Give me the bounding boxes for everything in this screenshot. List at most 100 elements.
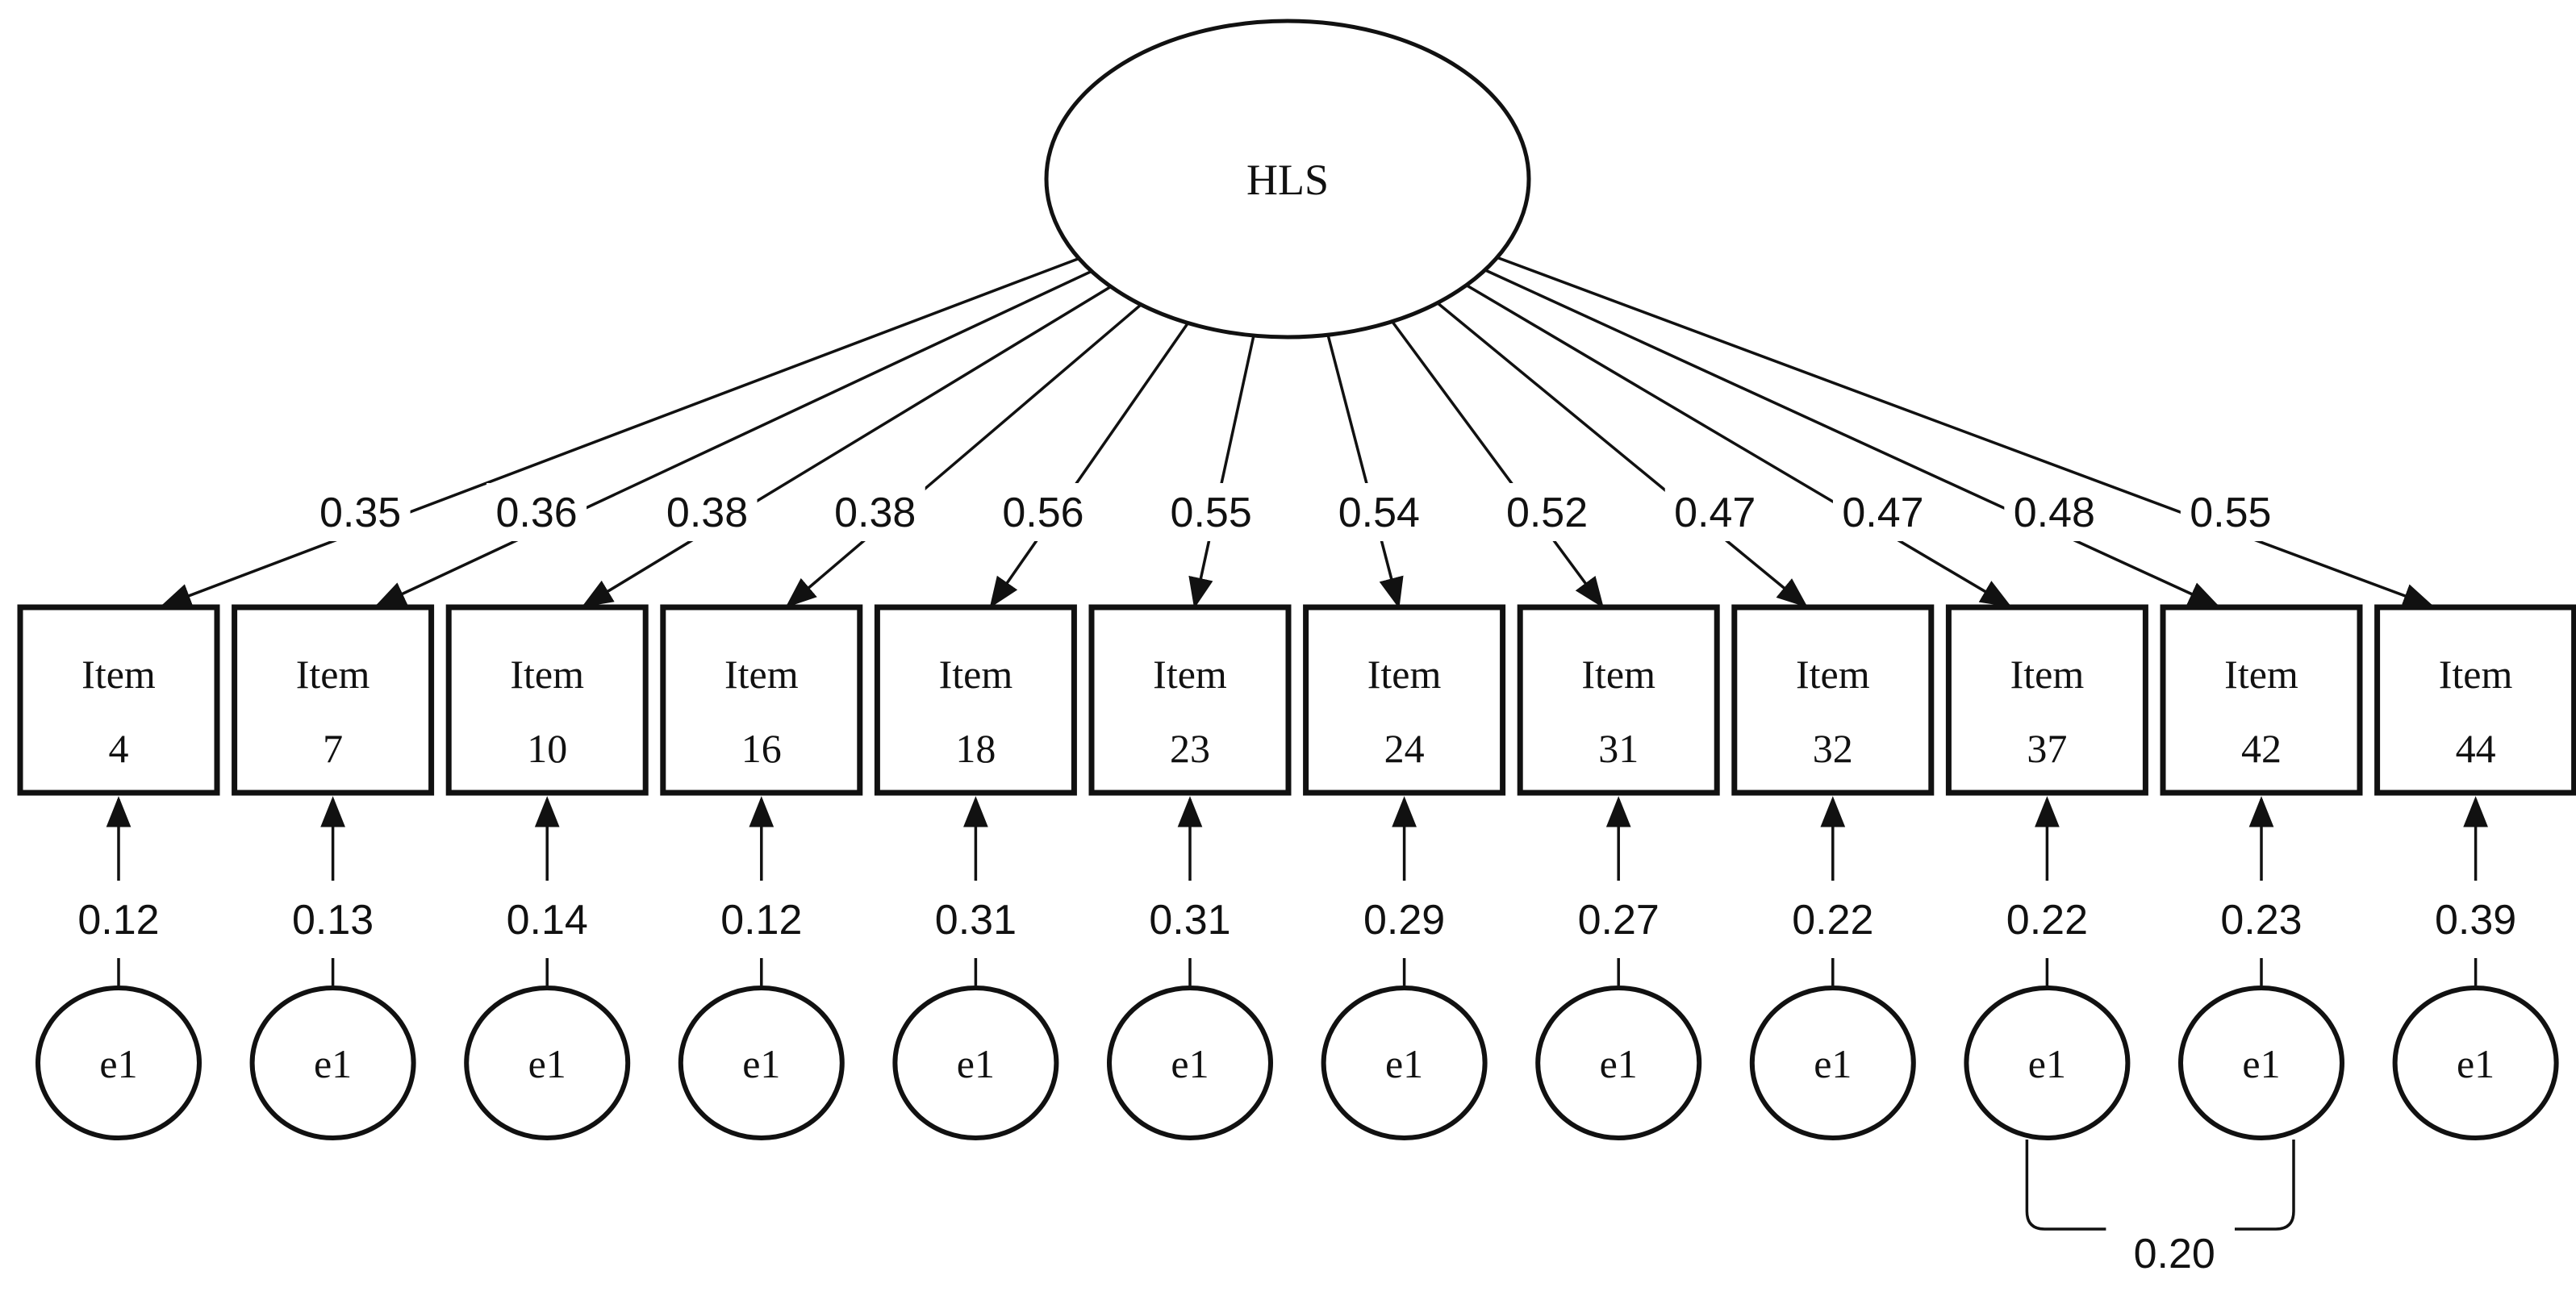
error-term-circle (1964, 986, 2131, 1140)
loading-arrow (1188, 335, 1255, 609)
item-word-label: Item (724, 652, 799, 697)
error-variance-backing (2428, 881, 2523, 958)
loading-label-backing (1497, 483, 1597, 541)
item-box (1731, 604, 1935, 796)
error-variance-label: 0.31 (935, 897, 1017, 944)
loading-arrow (1436, 302, 1808, 608)
error-variance-label: 0.27 (1578, 897, 1660, 944)
item-number-label: 10 (527, 726, 567, 771)
item-box (2374, 604, 2576, 796)
loading-label-backing (486, 483, 587, 541)
item-number-label: 16 (741, 726, 782, 771)
item-box (874, 604, 1077, 796)
loading-arrow (1465, 284, 2012, 607)
error-variance-backing (72, 881, 165, 958)
loading-label-backing (992, 483, 1093, 541)
item-number-label: 44 (2456, 726, 2496, 771)
error-variance-backing (2215, 881, 2308, 958)
item-box (1945, 604, 2148, 796)
loading-arrow (1496, 256, 2435, 608)
error-term-label: e1 (1600, 1041, 1638, 1086)
error-variance-label: 0.14 (507, 897, 588, 944)
error-term-label: e1 (314, 1041, 352, 1086)
loading-label-backing (657, 483, 758, 541)
item-number-label: 37 (2027, 726, 2067, 771)
item-number-label: 23 (1170, 726, 1210, 771)
item-box (1303, 604, 1506, 796)
loading-arrow (160, 256, 1080, 608)
loading-value-label: 0.35 (319, 490, 401, 536)
error-term-circle (1749, 986, 1916, 1140)
error-term-label: e1 (1814, 1041, 1852, 1086)
item-box (17, 604, 220, 796)
item-word-label: Item (1581, 652, 1655, 697)
item-word-label: Item (81, 652, 156, 697)
loading-label-backing (2004, 483, 2105, 541)
error-variance-label: 0.13 (292, 897, 374, 944)
loading-value-label: 0.56 (1002, 490, 1083, 536)
error-variance-backing (1143, 881, 1237, 958)
item-box (660, 604, 863, 796)
error-term-circle (1321, 986, 1488, 1140)
error-term-circle (2178, 986, 2344, 1140)
item-box (2160, 604, 2363, 796)
loading-arrow (374, 269, 1092, 607)
loading-value-label: 0.55 (1171, 490, 1252, 536)
item-number-label: 31 (1598, 726, 1639, 771)
item-word-label: Item (1796, 652, 1870, 697)
item-number-label: 18 (955, 726, 996, 771)
error-covariance-group: 0.20 (2025, 1140, 2295, 1277)
error-term-label: e1 (1385, 1041, 1423, 1086)
item-word-label: Item (2439, 652, 2513, 697)
loading-value-label: 0.47 (1842, 490, 1923, 536)
loading-value-label: 0.48 (2014, 490, 2095, 536)
error-term-label: e1 (2457, 1041, 2495, 1086)
item-box (232, 604, 435, 796)
loading-label-backing (825, 483, 925, 541)
loading-arrow (581, 285, 1112, 607)
error-variance-label: 0.39 (2435, 897, 2516, 944)
item-word-label: Item (296, 652, 370, 697)
error-variance-backing (929, 881, 1023, 958)
error-variance-backing (1785, 881, 1880, 958)
loading-label-backing (310, 483, 411, 541)
loading-label-backing (1664, 483, 1765, 541)
loading-value-label: 0.55 (2190, 490, 2271, 536)
error-variance-label: 0.12 (77, 897, 159, 944)
error-term-circle (2392, 986, 2559, 1140)
loading-value-label: 0.38 (666, 490, 748, 536)
loading-arrow (785, 303, 1142, 608)
item-box (445, 604, 649, 796)
loading-label-backing (1161, 483, 1262, 541)
item-word-label: Item (1153, 652, 1227, 697)
error-variance-backing (714, 881, 808, 958)
error-term-circle (892, 986, 1059, 1140)
diagram-root: HLS0.35Item40.12e10.36Item70.13e10.38Ite… (17, 19, 2576, 1277)
item-word-label: Item (1367, 652, 1442, 697)
error-variance-label: 0.22 (1792, 897, 1873, 944)
latent-factor-ellipse (1044, 19, 1531, 340)
latent-factor-label: HLS (1246, 156, 1329, 204)
error-term-label: e1 (957, 1041, 995, 1086)
loading-value-label: 0.54 (1338, 490, 1420, 536)
error-variance-label: 0.31 (1149, 897, 1230, 944)
item-box (1517, 604, 1720, 796)
loading-arrow (1326, 334, 1404, 609)
item-number-label: 42 (2241, 726, 2282, 771)
loading-label-backing (2180, 483, 2281, 541)
loading-value-label: 0.36 (495, 490, 577, 536)
error-variance-backing (2000, 881, 2094, 958)
error-term-circle (1107, 986, 1273, 1140)
loading-arrow (1484, 269, 2220, 607)
error-term-circle (1535, 986, 1702, 1140)
item-word-label: Item (2224, 652, 2298, 697)
loading-label-backing (1832, 483, 1933, 541)
